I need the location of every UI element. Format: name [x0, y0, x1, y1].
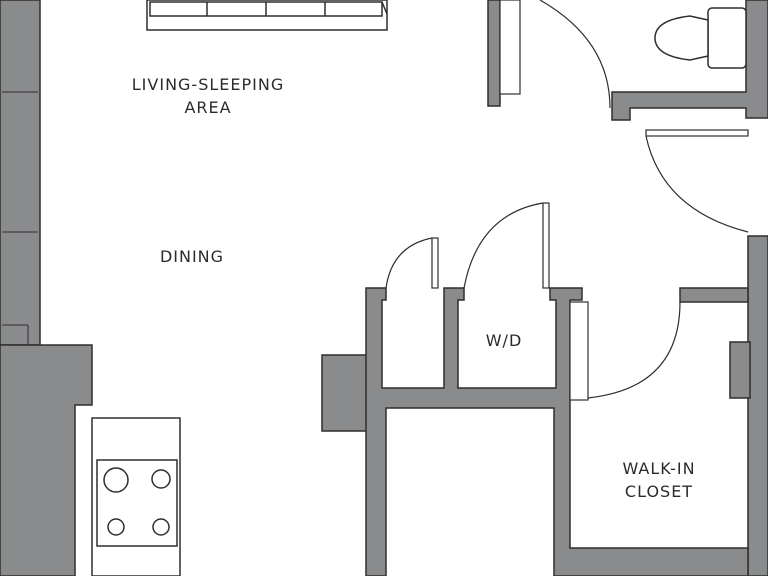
- burner-icon: [103, 467, 129, 493]
- closet-right-pier: [729, 341, 751, 399]
- left-lower-wall: [0, 344, 93, 576]
- windows: [2, 91, 38, 345]
- kitchen-counter: [91, 417, 181, 576]
- living-label-line1: LIVING-SLEEPING: [131, 75, 285, 94]
- burner-icon: [152, 518, 170, 536]
- bathroom-door-swing: [539, 0, 611, 109]
- entry-door-leaf: [645, 129, 749, 137]
- wd-door-leaf: [542, 202, 550, 289]
- small-closet-door-leaf: [431, 237, 439, 289]
- closet-top-wall: [679, 287, 749, 303]
- closet-door-leaf: [569, 301, 589, 401]
- left-exterior-wall: [0, 0, 41, 346]
- closet-door-swing: [587, 301, 681, 399]
- toilet: [654, 7, 747, 69]
- burner-icon: [151, 469, 171, 489]
- middle-pier: [321, 354, 369, 432]
- utility-walls: [365, 287, 749, 576]
- small-closet-door-swing: [385, 237, 433, 289]
- label-dining: DINING: [142, 245, 242, 268]
- label-wd: W/D: [464, 329, 544, 352]
- bathroom-door-leaf: [499, 0, 521, 95]
- closet-label-line2: CLOSET: [624, 482, 694, 501]
- bathroom-left-wall: [487, 0, 501, 107]
- right-exterior-wall: [747, 235, 768, 576]
- closet-label-line1: WALK-IN: [622, 459, 696, 478]
- dining-label: DINING: [159, 247, 225, 266]
- burner-icon: [107, 518, 125, 536]
- wd-label: W/D: [485, 331, 523, 350]
- wd-door-swing: [463, 202, 544, 289]
- living-label-line2: AREA: [184, 98, 232, 117]
- label-walk-in-closet: WALK-IN CLOSET: [594, 457, 724, 503]
- doors: [385, 0, 749, 401]
- label-living-sleeping-area: LIVING-SLEEPING AREA: [108, 73, 308, 119]
- sofa: [146, 0, 388, 31]
- entry-door-swing: [645, 135, 749, 233]
